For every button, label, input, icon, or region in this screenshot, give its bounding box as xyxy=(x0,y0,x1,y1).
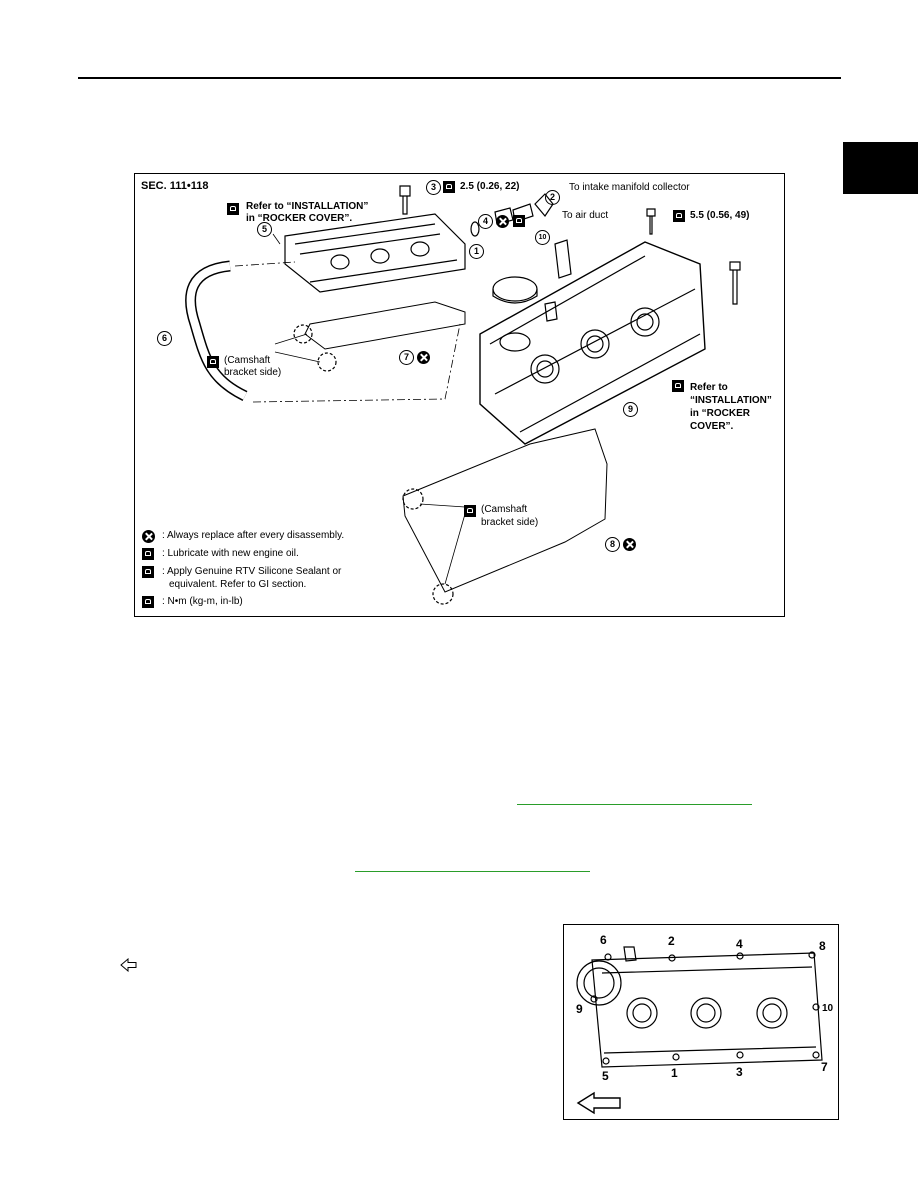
callout-7: 7 xyxy=(399,350,414,365)
refer-installation-top-2: in “ROCKER COVER”. xyxy=(246,213,353,224)
legend-sealant-text: : Apply Genuine RTV Silicone Sealant or xyxy=(162,566,342,577)
callout-1: 1 xyxy=(469,244,484,259)
replace-x-icon xyxy=(142,530,155,543)
exploded-view-figure: SEC. 111•118 Refer to “INSTALLATION” in … xyxy=(134,173,785,617)
refer-right-4: COVER”. xyxy=(690,421,734,432)
rocker-cover-left xyxy=(284,213,466,293)
front-arrow-icon xyxy=(576,1091,621,1115)
torque-wrench-icon xyxy=(142,596,154,608)
camshaft-left-2: bracket side) xyxy=(224,367,282,378)
callout-9: 9 xyxy=(623,402,638,417)
bolt-number-6: 6 xyxy=(600,933,607,947)
refer-right-2: “INSTALLATION” xyxy=(690,395,772,406)
torque-spec-3: 2.5 (0.26, 22) xyxy=(460,181,520,192)
sealant-icon xyxy=(142,566,154,578)
to-intake-label: To intake manifold collector xyxy=(569,182,690,193)
callout-5: 5 xyxy=(257,222,272,237)
bolt-number-1: 1 xyxy=(671,1066,678,1080)
bolt-number-3: 3 xyxy=(736,1065,743,1079)
sealant-icon xyxy=(464,505,476,517)
gasket-7 xyxy=(304,301,466,350)
torque-wrench-icon xyxy=(443,181,455,193)
camshaft-mid-2: bracket side) xyxy=(481,517,539,528)
bolt-number-4: 4 xyxy=(736,937,743,951)
oil-can-icon xyxy=(142,548,154,560)
callout-3: 3 xyxy=(426,180,441,195)
link-underline-1[interactable] xyxy=(517,804,752,805)
callout-10: 10 xyxy=(535,230,550,245)
section-tab xyxy=(843,142,918,194)
replace-x-icon xyxy=(417,351,430,364)
callout-2: 2 xyxy=(545,190,560,205)
torque-wrench-icon xyxy=(227,203,239,215)
exploded-view-drawing xyxy=(185,185,741,605)
to-air-duct-label: To air duct xyxy=(562,210,609,221)
oil-can-icon xyxy=(513,215,525,227)
rocker-cover-drawing xyxy=(576,946,823,1115)
replace-x-icon xyxy=(623,538,636,551)
bolt-number-2: 2 xyxy=(668,934,675,948)
callout-4: 4 xyxy=(478,214,493,229)
torque-wrench-icon xyxy=(672,380,684,392)
link-underline-2[interactable] xyxy=(355,871,590,872)
arrow-left-icon xyxy=(120,958,137,972)
bolt-order-figure: 6 2 4 8 9 10 5 1 3 7 xyxy=(563,924,839,1120)
torque-wrench-icon xyxy=(673,210,685,222)
legend-sealant-text-2: equivalent. Refer to GI section. xyxy=(169,579,307,590)
bolt-number-7: 7 xyxy=(821,1060,828,1074)
header-rule xyxy=(78,77,841,79)
gasket-8 xyxy=(402,428,608,593)
torque-spec-5: 5.5 (0.56, 49) xyxy=(690,210,750,221)
legend-replace-text: : Always replace after every disassembly… xyxy=(162,530,345,541)
camshaft-mid-1: (Camshaft xyxy=(481,504,528,515)
bolt-number-5: 5 xyxy=(602,1069,609,1083)
legend-lubricate-text: : Lubricate with new engine oil. xyxy=(162,548,299,559)
bolt-number-10: 10 xyxy=(822,1003,834,1014)
refer-right-3: in “ROCKER xyxy=(690,408,750,419)
refer-right-1: Refer to xyxy=(690,382,728,393)
sealant-icon xyxy=(207,356,219,368)
oil-cap-1 xyxy=(492,276,538,302)
camshaft-left-1: (Camshaft xyxy=(224,355,271,366)
bolt-number-8: 8 xyxy=(819,939,826,953)
callout-8: 8 xyxy=(605,537,620,552)
bolt-number-9: 9 xyxy=(576,1002,583,1016)
section-code: SEC. 111•118 xyxy=(141,180,209,192)
refer-installation-top-1: Refer to “INSTALLATION” xyxy=(246,201,369,212)
rocker-cover-right xyxy=(479,241,706,445)
callout-6: 6 xyxy=(157,331,172,346)
replace-x-icon xyxy=(496,215,509,228)
legend-torque-text: : N•m (kg-m, in-lb) xyxy=(162,596,243,607)
